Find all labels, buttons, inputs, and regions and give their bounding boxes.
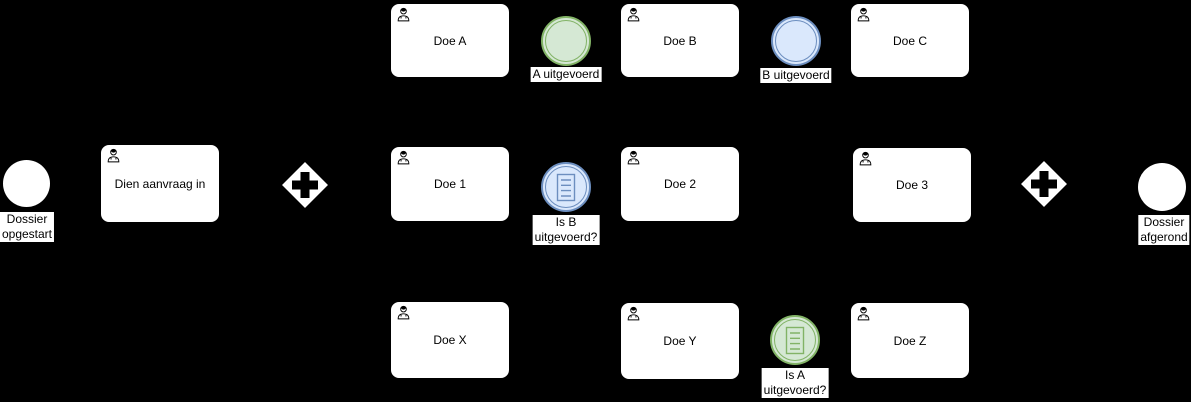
event-b-uitgevoerd[interactable] [771, 16, 821, 66]
event-b-uitgevoerd-label: B uitgevoerd [760, 68, 832, 83]
event-a-uitgevoerd[interactable] [541, 16, 591, 66]
parallel-gateway-join[interactable] [1018, 158, 1070, 210]
task-doe-y[interactable]: Doe Y [620, 302, 740, 380]
event-is-b-uitgevoerd[interactable] [541, 162, 591, 212]
end-event-label: Dossier afgerond [1138, 215, 1190, 245]
task-label: Doe 1 [433, 177, 467, 191]
task-label: Doe Y [663, 334, 697, 348]
event-inner-ring [774, 319, 816, 361]
task-label: Doe X [433, 333, 467, 347]
task-doe-3[interactable]: Doe 3 [852, 147, 972, 223]
event-is-a-uitgevoerd[interactable] [770, 315, 820, 365]
task-doe-c[interactable]: Doe C [850, 3, 970, 78]
user-icon [857, 306, 870, 321]
user-icon [397, 7, 410, 22]
task-label: Dien aanvraag in [114, 176, 206, 191]
task-label: Doe 2 [663, 177, 697, 191]
end-event-circle[interactable] [1138, 163, 1186, 211]
user-icon [107, 148, 120, 163]
user-icon [627, 306, 640, 321]
task-doe-b[interactable]: Doe B [620, 3, 740, 78]
user-icon [627, 150, 640, 165]
task-doe-2[interactable]: Doe 2 [620, 146, 740, 222]
task-label: Doe A [433, 33, 467, 48]
event-inner-ring [545, 166, 587, 208]
user-icon [857, 7, 870, 22]
event-inner-ring [545, 20, 587, 62]
user-icon [397, 305, 410, 320]
task-dien-aanvraag[interactable]: Dien aanvraag in [100, 144, 220, 223]
task-label: Doe B [663, 33, 697, 48]
event-a-uitgevoerd-label: A uitgevoerd [530, 67, 602, 82]
task-doe-x[interactable]: Doe X [390, 301, 510, 379]
start-event-label: Dossier opgestart [0, 212, 55, 242]
task-doe-z[interactable]: Doe Z [850, 302, 970, 379]
task-label: Doe C [892, 33, 927, 48]
task-doe-a[interactable]: Doe A [390, 3, 510, 78]
task-doe-1[interactable]: Doe 1 [390, 146, 510, 222]
plus-icon [1031, 171, 1057, 197]
plus-icon [292, 172, 318, 198]
user-icon [859, 151, 872, 166]
user-icon [627, 7, 640, 22]
start-event-circle[interactable] [3, 160, 50, 207]
task-label: Doe 3 [895, 178, 929, 192]
parallel-gateway-split[interactable] [279, 159, 331, 211]
task-label: Doe Z [893, 333, 927, 348]
event-is-a-uitgevoerd-label: Is A uitgevoerd? [761, 368, 829, 398]
event-is-b-uitgevoerd-label: Is B uitgevoerd? [532, 215, 600, 245]
user-icon [397, 150, 410, 165]
event-inner-ring [775, 20, 817, 62]
